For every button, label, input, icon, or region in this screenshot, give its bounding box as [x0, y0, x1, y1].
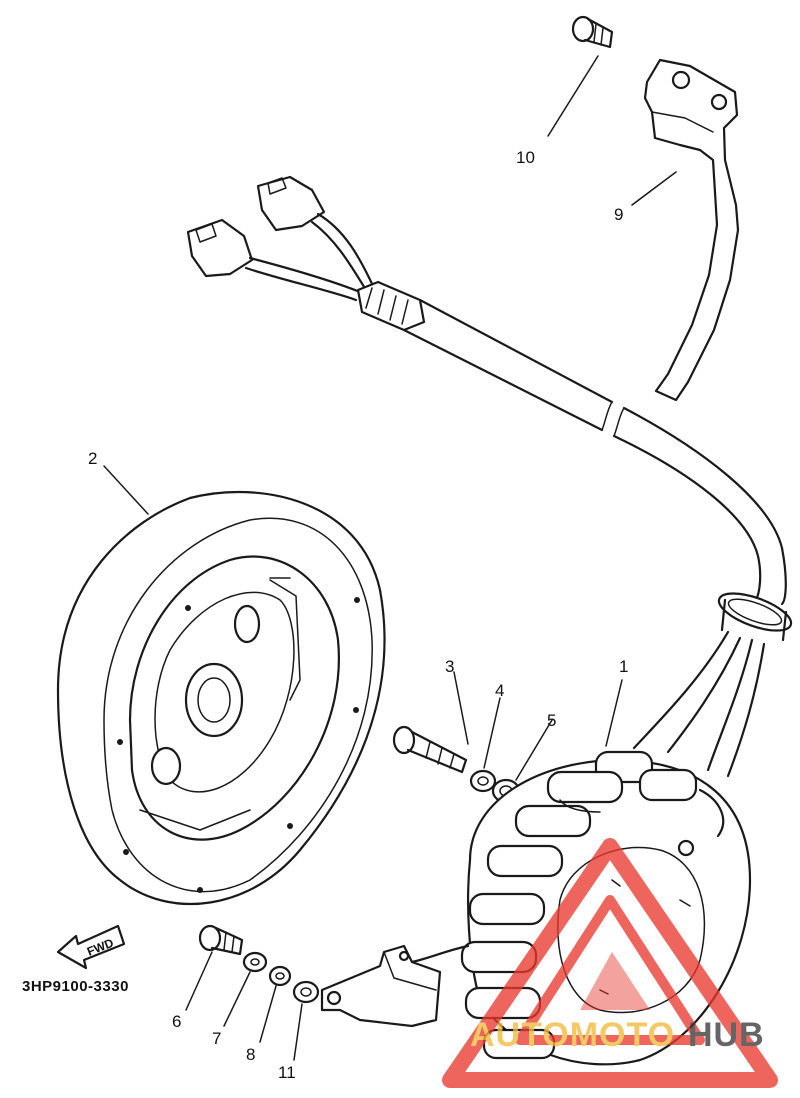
watermark-text-primary: AUTOMOTO — [470, 1016, 675, 1054]
wire-harness — [186, 175, 793, 778]
callout-6: 6 — [172, 1012, 181, 1031]
part-4-spring-washer — [469, 769, 497, 793]
callout-10: 10 — [516, 148, 535, 167]
callout-5: 5 — [547, 711, 556, 730]
part-6-screw — [198, 924, 244, 956]
callout-8: 8 — [246, 1045, 255, 1064]
part-code-label: 3HP9100-3330 — [22, 978, 129, 995]
part-2-rotor — [56, 490, 386, 906]
watermark-text-secondary: HUB — [688, 1016, 765, 1054]
pickup-coil — [320, 944, 470, 1028]
part-7-washer — [242, 951, 268, 973]
leader-lines — [103, 55, 677, 1061]
callout-11: 11 — [278, 1063, 296, 1082]
callout-3: 3 — [445, 657, 454, 676]
part-9-bracket — [643, 58, 740, 402]
callout-4: 4 — [495, 681, 504, 700]
callout-9: 9 — [614, 205, 623, 224]
callout-2: 2 — [88, 449, 97, 468]
part-10-screw — [571, 15, 614, 49]
part-11-washer — [292, 980, 320, 1004]
fwd-direction-arrow: FWD — [56, 924, 126, 970]
callout-7: 7 — [212, 1029, 221, 1048]
callout-1: 1 — [619, 657, 628, 676]
part-3-bolt — [392, 725, 468, 774]
part-1-stator — [460, 750, 752, 1066]
callout-labels: 10 9 2 3 4 5 1 6 7 8 11 — [88, 148, 628, 1082]
automotohub-watermark: AUTOMOTO HUB — [442, 838, 778, 1088]
part-8-spring-washer — [268, 965, 292, 987]
